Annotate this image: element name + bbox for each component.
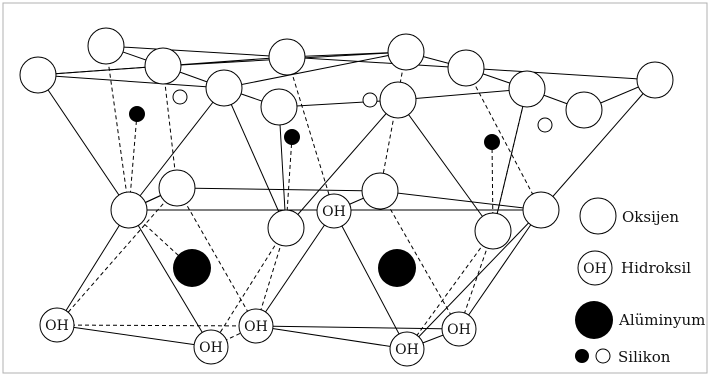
legend-aluminum-label: Alüminyum (618, 311, 705, 329)
bond-line (223, 51, 407, 89)
hydroxyl-label: OH (395, 342, 419, 358)
dashed-bond-line (210, 227, 287, 348)
figure-frame (2, 2, 708, 374)
oxygen-atom (508, 70, 546, 108)
aluminum-atom (378, 249, 416, 287)
hydroxyl-group: OH (193, 329, 229, 365)
legend-oxygen-symbol (579, 197, 617, 235)
oxygen-atom (361, 172, 399, 210)
oxygen-atom (110, 191, 148, 229)
dashed-bond-line (379, 51, 407, 192)
bond-line (37, 74, 130, 211)
bond-line (540, 79, 656, 211)
bond-line (286, 51, 407, 58)
dashed-bond-line (56, 187, 178, 326)
bond-line (37, 74, 225, 89)
silicon-atom-light (537, 117, 553, 133)
bond-line (176, 187, 381, 192)
bond-line (56, 209, 130, 326)
legend: Oksijen OH Hidroksil Alüminyum Silikon (575, 197, 705, 366)
dashed-bond-line (492, 88, 528, 232)
bond-line (286, 56, 467, 69)
dashed-bond-line (379, 190, 460, 330)
hydroxyl-label: OH (244, 319, 268, 335)
hydroxyl-label: OH (322, 204, 346, 220)
bond-line (278, 106, 287, 229)
oxygen-atom (522, 191, 560, 229)
hydroxyl-group: OH (441, 311, 477, 347)
oxygen-atom (474, 212, 512, 250)
oxygen-atom (144, 47, 182, 85)
hydroxyl-label: OH (199, 340, 223, 356)
aluminum-atom (173, 249, 211, 287)
bond-line (458, 209, 542, 330)
dashed-bond-line (491, 141, 494, 232)
bond-line (397, 88, 528, 101)
hydroxyl-label: OH (447, 322, 471, 338)
bond-line (333, 210, 408, 350)
legend-item-oxygen: Oksijen (579, 197, 679, 235)
oxygen-atom (260, 88, 298, 126)
bond-line (278, 99, 399, 108)
oxygen-atom (205, 69, 243, 107)
hydroxyl-group: OH (389, 331, 425, 367)
oxygen-atom (636, 61, 674, 99)
bond-line (128, 209, 212, 348)
oxygen-atom (158, 169, 196, 207)
oxygen-atom (447, 49, 485, 87)
bond-line (285, 99, 399, 229)
hydroxyl-label: OH (45, 318, 69, 334)
oxygen-atom (19, 56, 57, 94)
dashed-bond-line (465, 67, 542, 211)
silicon-atom-dark (284, 129, 300, 145)
bond-line (255, 325, 408, 350)
legend-item-silicon: Silikon (575, 348, 671, 366)
bond-line (379, 190, 542, 211)
dashed-bond-line (105, 45, 130, 211)
silicon-atom-light (172, 89, 188, 105)
legend-hydroxyl-symbol-label: OH (583, 261, 607, 277)
dashed-bond-line (56, 324, 257, 327)
silicon-atom-dark (484, 134, 500, 150)
legend-hydroxyl-symbol (577, 250, 613, 286)
legend-item-aluminum: Alüminyum (575, 301, 705, 339)
oxygen-atom (87, 27, 125, 65)
bond-line (465, 67, 656, 81)
dashed-bond-line (286, 56, 335, 212)
legend-item-hydroxyl: OH Hidroksil (577, 250, 691, 286)
oxygen-atom (268, 38, 306, 76)
legend-silicon-light-symbol (595, 348, 611, 364)
oxygen-atom (267, 209, 305, 247)
dashed-bond-line (285, 136, 293, 229)
legend-aluminum-symbol (575, 301, 613, 339)
legend-hydroxyl-label: Hidroksil (621, 259, 691, 277)
dashed-bond-line (176, 187, 257, 327)
bond-line (223, 87, 287, 229)
oxygen-atom (387, 33, 425, 71)
silicon-atom-dark (129, 106, 145, 122)
oxygen-atom (379, 81, 417, 119)
bond-line (255, 210, 335, 327)
bond-line (255, 325, 460, 330)
dashed-bond-line (406, 230, 494, 350)
hydroxyl-group: OH (238, 308, 274, 344)
bond-line (397, 99, 494, 232)
legend-oxygen-label: Oksijen (622, 208, 679, 226)
bond-line (406, 209, 542, 350)
silicon-atom-light (362, 92, 378, 108)
legend-silicon-dark-symbol (575, 349, 589, 363)
legend-silicon-label: Silikon (618, 348, 671, 366)
hydroxyl-group: OH (316, 193, 352, 229)
oxygen-atom (565, 91, 603, 129)
bond-line (105, 45, 288, 58)
bond-line (56, 324, 212, 348)
bond-line (128, 87, 225, 211)
hydroxyl-group: OH (39, 307, 75, 343)
